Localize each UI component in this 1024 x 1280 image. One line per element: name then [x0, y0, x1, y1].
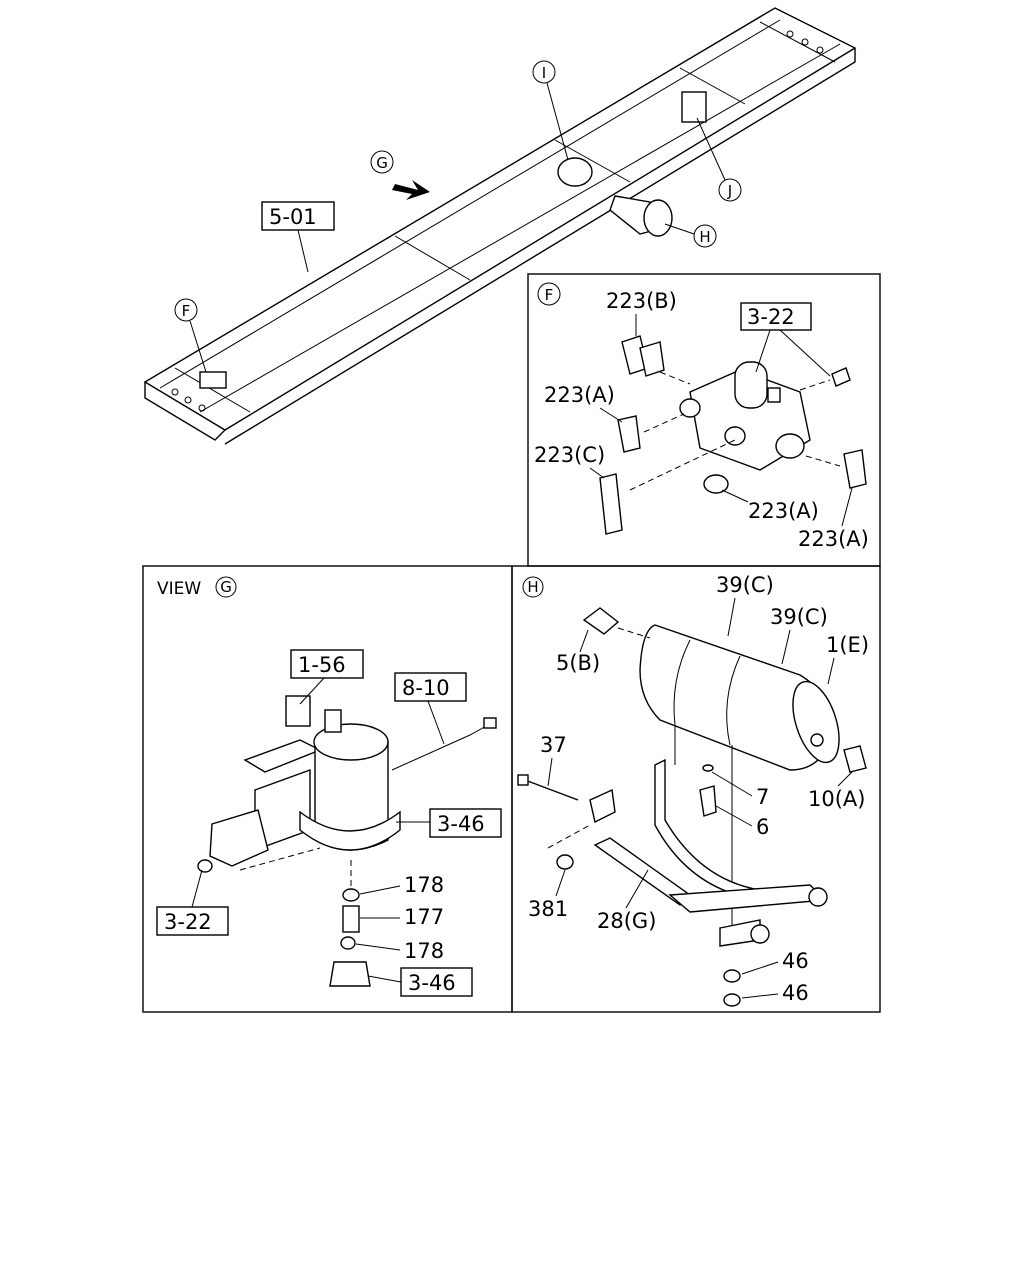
marker-g-main: G: [370, 150, 394, 174]
svg-text:5-01: 5-01: [269, 205, 317, 229]
view-g-panel: VIEW G: [142, 565, 513, 1013]
marker-i: I: [532, 60, 569, 161]
detail-h-panel: H: [511, 565, 881, 1013]
svg-text:F: F: [545, 286, 554, 304]
ref-box-8-10: 8-10: [394, 672, 467, 745]
svg-text:8-10: 8-10: [402, 676, 450, 700]
svg-text:G: G: [220, 578, 232, 596]
svg-text:F: F: [182, 302, 191, 320]
label-37: 37: [540, 733, 567, 757]
svg-text:3-46: 3-46: [408, 971, 456, 995]
svg-text:G: G: [376, 154, 388, 172]
marker-j: J: [696, 117, 742, 202]
label-223a-3: 223(A): [798, 527, 869, 551]
chassis-frame-view: [143, 7, 857, 445]
ref-box-3-22-g: 3-22: [156, 869, 229, 936]
ref-box-1-56: 1-56: [290, 649, 364, 705]
marker-h: H: [664, 223, 717, 248]
svg-text:H: H: [527, 578, 538, 596]
svg-text:3-46: 3-46: [437, 812, 485, 836]
label-5b: 5(B): [556, 651, 600, 675]
label-178-b: 178: [404, 939, 444, 963]
ref-box-3-46-a: 3-46: [396, 808, 502, 838]
detail-f-panel: F: [527, 273, 881, 567]
label-223b: 223(B): [606, 289, 677, 313]
ref-box-3-22-f: 3-22: [740, 302, 831, 377]
label-39c-2: 39(C): [770, 605, 828, 629]
ref-box-5-01: 5-01: [261, 201, 335, 273]
view-g-title: VIEW: [157, 579, 201, 599]
svg-text:J: J: [727, 182, 732, 200]
svg-text:H: H: [699, 228, 710, 246]
marker-f-main: F: [174, 298, 207, 373]
ref-box-3-46-b: 3-46: [367, 967, 473, 997]
label-1e: 1(E): [826, 633, 869, 657]
label-223a-1: 223(A): [544, 383, 615, 407]
label-223c: 223(C): [534, 443, 605, 467]
label-177: 177: [404, 905, 444, 929]
label-46-b: 46: [782, 981, 809, 1005]
label-381: 381: [528, 897, 568, 921]
label-39c-1: 39(C): [716, 573, 774, 597]
label-6: 6: [756, 815, 769, 839]
svg-text:1-56: 1-56: [298, 653, 346, 677]
label-223a-2: 223(A): [748, 499, 819, 523]
svg-text:3-22: 3-22: [747, 305, 795, 329]
svg-text:I: I: [542, 64, 546, 82]
label-178-a: 178: [404, 873, 444, 897]
label-7: 7: [756, 785, 769, 809]
svg-text:3-22: 3-22: [164, 910, 212, 934]
label-28g: 28(G): [597, 909, 656, 933]
label-10a: 10(A): [808, 787, 865, 811]
label-46-a: 46: [782, 949, 809, 973]
